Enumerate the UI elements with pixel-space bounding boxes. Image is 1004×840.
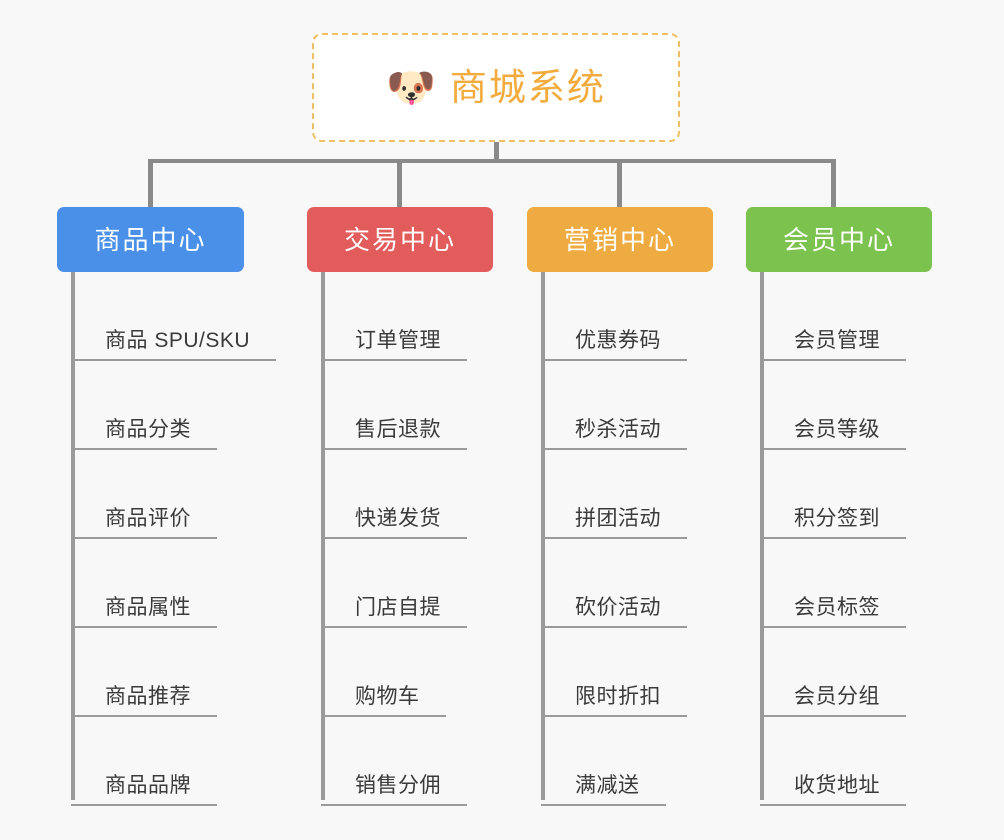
branch-trunk-1 [71,272,75,800]
dog-face-icon: 🐶 [386,64,436,111]
leaf-label: 砍价活动 [575,595,661,619]
list-item[interactable]: 商品属性 [71,539,276,628]
leaf-label: 订单管理 [355,328,441,352]
leaf-label: 会员分组 [794,684,880,708]
leaf-label: 商品品牌 [105,773,191,797]
category-header-label-2: 交易中心 [343,224,456,255]
list-item[interactable]: 会员管理 [760,272,906,361]
leaf-label: 收货地址 [794,773,880,797]
list-item[interactable]: 积分签到 [760,450,906,539]
leaf-label: 商品分类 [105,417,191,441]
root-title: 商城系统 [449,67,606,108]
list-item[interactable]: 优惠券码 [541,272,687,361]
leaf-label: 商品推荐 [105,684,191,708]
list-item[interactable]: 会员标签 [760,539,906,628]
leaf-label: 满减送 [575,773,640,797]
list-item[interactable]: 商品评价 [71,450,276,539]
category-header-3[interactable]: 营销中心 [527,207,713,272]
list-item[interactable]: 销售分佣 [321,717,467,806]
list-item[interactable]: 订单管理 [321,272,467,361]
leaf-label: 会员标签 [794,595,880,619]
leaf-label: 商品评价 [105,506,191,530]
leaf-label: 会员管理 [794,328,880,352]
leaf-label: 限时折扣 [575,684,661,708]
category-header-1[interactable]: 商品中心 [57,207,244,272]
leaf-label: 购物车 [355,684,420,708]
list-item[interactable]: 售后退款 [321,361,467,450]
leaf-label: 拼团活动 [575,506,661,530]
list-item[interactable]: 商品推荐 [71,628,276,717]
connector-drop-4 [831,159,836,209]
leaf-label: 快递发货 [355,506,441,530]
root-node[interactable]: 🐶 商城系统 [312,33,680,142]
leaf-label: 售后退款 [355,417,441,441]
leaf-list-4: 会员管理 会员等级 积分签到 会员标签 会员分组 收货地址 [760,272,906,806]
category-header-2[interactable]: 交易中心 [307,207,493,272]
list-item[interactable]: 拼团活动 [541,450,687,539]
leaf-label: 商品 SPU/SKU [105,328,251,352]
connector-drop-2 [397,159,402,209]
list-item[interactable]: 收货地址 [760,717,906,806]
leaf-label: 销售分佣 [355,773,441,797]
category-header-label-1: 商品中心 [94,224,207,255]
list-item[interactable]: 购物车 [321,628,467,717]
category-header-label-4: 会员中心 [782,224,895,255]
branch-trunk-2 [321,272,325,800]
list-item[interactable]: 商品品牌 [71,717,276,806]
connector-root-stem [494,142,499,162]
list-item[interactable]: 商品分类 [71,361,276,450]
list-item[interactable]: 会员分组 [760,628,906,717]
category-header-4[interactable]: 会员中心 [746,207,932,272]
list-item[interactable]: 满减送 [541,717,687,806]
list-item[interactable]: 限时折扣 [541,628,687,717]
leaf-list-3: 优惠券码 秒杀活动 拼团活动 砍价活动 限时折扣 满减送 [541,272,687,806]
list-item[interactable]: 商品 SPU/SKU [71,272,277,361]
list-item[interactable]: 砍价活动 [541,539,687,628]
leaf-label: 积分签到 [794,506,880,530]
leaf-list-2: 订单管理 售后退款 快递发货 门店自提 购物车 销售分佣 [321,272,467,806]
leaf-label: 优惠券码 [575,328,661,352]
branch-trunk-3 [541,272,545,800]
list-item[interactable]: 会员等级 [760,361,906,450]
leaf-label: 门店自提 [355,595,441,619]
connector-drop-3 [617,159,622,209]
branch-trunk-4 [760,272,764,800]
leaf-list-1: 商品 SPU/SKU 商品分类 商品评价 商品属性 商品推荐 商品品牌 [71,272,277,806]
leaf-label: 会员等级 [794,417,880,441]
list-item[interactable]: 快递发货 [321,450,467,539]
list-item[interactable]: 门店自提 [321,539,467,628]
connector-horizontal-bus [148,159,836,163]
connector-drop-1 [148,159,153,209]
category-header-label-3: 营销中心 [563,224,676,255]
leaf-label: 商品属性 [105,595,191,619]
leaf-label: 秒杀活动 [575,417,661,441]
list-item[interactable]: 秒杀活动 [541,361,687,450]
